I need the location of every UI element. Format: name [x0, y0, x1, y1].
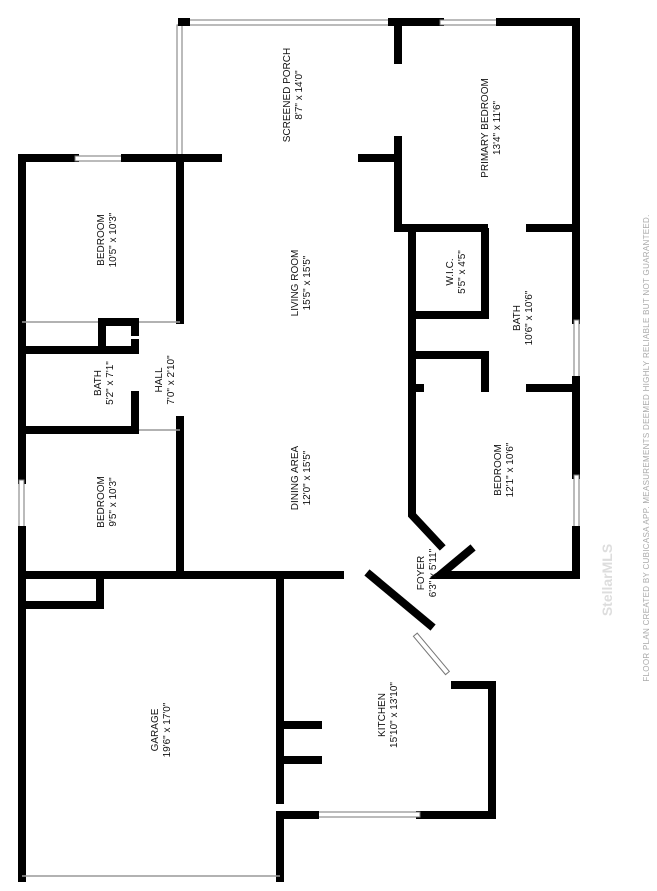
svg-text:HALL: HALL — [154, 367, 165, 392]
window — [18, 479, 25, 531]
svg-text:19'6" x 17'0": 19'6" x 17'0" — [162, 702, 173, 757]
room-kitchen: KITCHEN 15'10" x 13'10" — [377, 682, 400, 748]
svg-text:W.I.C.: W.I.C. — [445, 258, 456, 285]
svg-text:13'4" x 11'6": 13'4" x 11'6" — [492, 101, 503, 156]
svg-text:PRIMARY BEDROOM: PRIMARY BEDROOM — [480, 78, 491, 178]
svg-text:KITCHEN: KITCHEN — [377, 693, 388, 737]
room-screened-porch: SCREENED PORCH 8'7" x 14'0" — [282, 48, 305, 142]
room-bedroom-2: BEDROOM 9'5" x 10'3" — [96, 476, 119, 528]
svg-text:5'2" x 7'1": 5'2" x 7'1" — [105, 361, 116, 405]
porch-left-window — [176, 24, 183, 156]
room-bath-hall: BATH 5'2" x 7'1" — [93, 361, 116, 405]
room-garage: GARAGE 19'6" x 17'0" — [150, 702, 173, 757]
svg-text:GARAGE: GARAGE — [150, 708, 161, 751]
svg-text:7'0" x 2'10": 7'0" x 2'10" — [166, 355, 177, 405]
svg-text:BEDROOM: BEDROOM — [493, 444, 504, 496]
room-bedroom-1: BEDROOM 10'5" x 10'3" — [96, 212, 119, 267]
svg-text:BEDROOM: BEDROOM — [96, 214, 107, 266]
svg-text:SCREENED PORCH: SCREENED PORCH — [282, 48, 293, 142]
room-living-room: LIVING ROOM 15'5" x 15'5" — [290, 250, 313, 317]
window — [573, 474, 580, 531]
room-hall: HALL 7'0" x 2'10" — [154, 355, 177, 405]
svg-text:10'5" x 10'3": 10'5" x 10'3" — [108, 212, 119, 267]
svg-text:8'7" x 14'0": 8'7" x 14'0" — [294, 70, 305, 120]
window — [439, 19, 501, 26]
svg-text:BEDROOM: BEDROOM — [96, 476, 107, 528]
window — [573, 319, 580, 381]
porch-top-window — [181, 19, 399, 26]
svg-text:LIVING ROOM: LIVING ROOM — [290, 250, 301, 317]
window — [412, 632, 451, 676]
disclaimer: FLOOR PLAN CREATED BY CUBICASA APP. MEAS… — [642, 214, 651, 681]
svg-text:5'5" x 4'5": 5'5" x 4'5" — [457, 250, 468, 294]
room-dining-area: DINING AREA 12'0" x 15'5" — [290, 445, 313, 510]
watermark: StellarMLS — [599, 544, 615, 616]
room-primary-bedroom: PRIMARY BEDROOM 13'4" x 11'6" — [480, 78, 503, 178]
room-foyer: FOYER 6'3" x 5'11" — [416, 548, 439, 597]
room-wic: W.I.C. 5'5" x 4'5" — [445, 250, 468, 294]
window — [74, 155, 126, 162]
svg-text:12'1" x 10'6": 12'1" x 10'6" — [505, 442, 516, 497]
window — [314, 811, 421, 818]
svg-text:6'3" x 5'11": 6'3" x 5'11" — [428, 548, 439, 597]
svg-text:15'5" x 15'5": 15'5" x 15'5" — [302, 255, 313, 310]
room-bath-primary: BATH 10'6" x 10'6" — [512, 290, 535, 345]
svg-text:10'6" x 10'6": 10'6" x 10'6" — [524, 290, 535, 345]
svg-text:BATH: BATH — [93, 370, 104, 396]
room-labels: SCREENED PORCH 8'7" x 14'0" PRIMARY BEDR… — [93, 48, 535, 758]
svg-text:FOYER: FOYER — [416, 556, 427, 590]
svg-text:15'10" x 13'10": 15'10" x 13'10" — [389, 682, 400, 748]
room-bedroom-3: BEDROOM 12'1" x 10'6" — [493, 442, 516, 497]
svg-text:12'0" x 15'5": 12'0" x 15'5" — [302, 450, 313, 505]
svg-text:9'5" x 10'3": 9'5" x 10'3" — [108, 477, 119, 527]
svg-text:DINING AREA: DINING AREA — [290, 445, 301, 510]
svg-text:BATH: BATH — [512, 305, 523, 331]
walls — [18, 18, 580, 882]
